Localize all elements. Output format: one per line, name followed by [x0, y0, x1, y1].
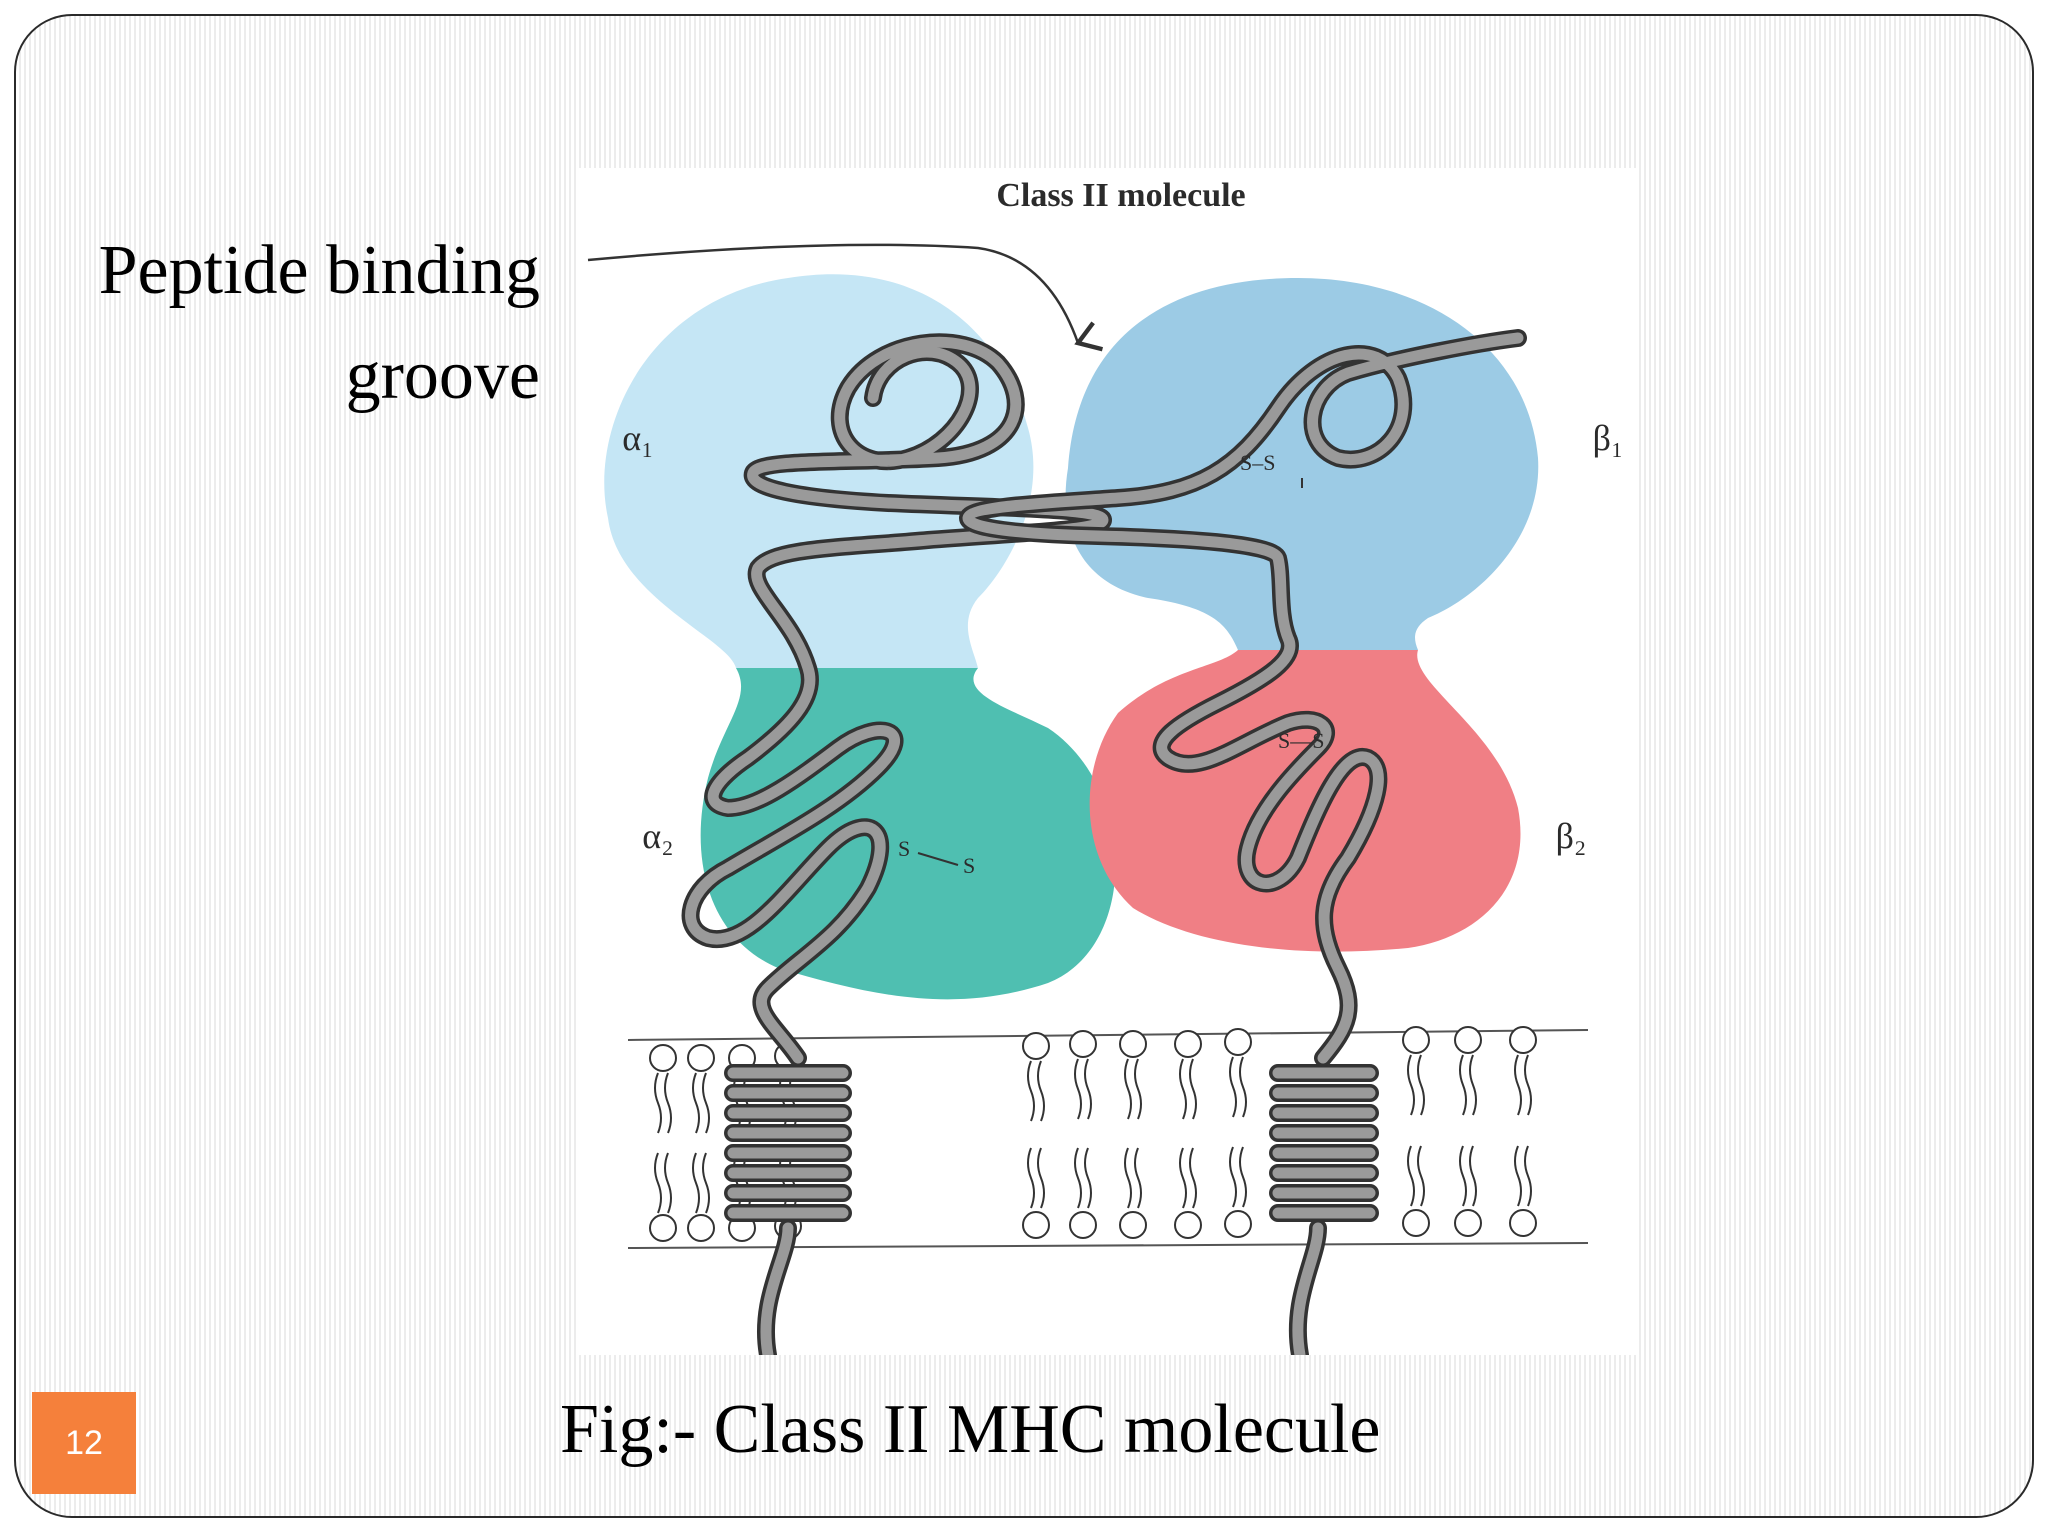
- slide-number-badge: 12: [32, 1392, 136, 1494]
- diagram-title: Class II molecule: [996, 177, 1245, 214]
- beta1-label: β₁: [1593, 418, 1624, 458]
- beta2-label: β₂: [1556, 816, 1587, 856]
- alpha1-domain: [604, 274, 1034, 668]
- beta1-domain: [1065, 278, 1539, 650]
- alpha2-disulfide-bond: [917, 852, 959, 866]
- alpha2-label: α₂: [642, 816, 673, 856]
- alpha2-disulfide-label-right: S: [963, 853, 975, 878]
- mhc-class-ii-figure: Class II molecule: [578, 168, 1638, 1355]
- beta2-disulfide-label: S—S: [1278, 728, 1324, 753]
- alpha1-label: α₁: [622, 418, 653, 458]
- figure-caption: Fig:- Class II MHC molecule: [560, 1391, 1381, 1468]
- alpha-chain: [681, 333, 1112, 1355]
- beta-chain: [959, 329, 1527, 1355]
- alpha2-domain: [700, 668, 1116, 1000]
- alpha2-disulfide-label-left: S: [898, 836, 910, 861]
- beta1-disulfide-label: S–S: [1240, 450, 1275, 475]
- beta2-domain: [1089, 650, 1521, 952]
- mhc-diagram-svg: Class II molecule: [587, 177, 1624, 1355]
- peptide-binding-groove-label: Peptide binding groove: [98, 232, 540, 414]
- lipid-bilayer: [627, 1026, 1589, 1249]
- groove-pointer-arrow: [587, 243, 1104, 352]
